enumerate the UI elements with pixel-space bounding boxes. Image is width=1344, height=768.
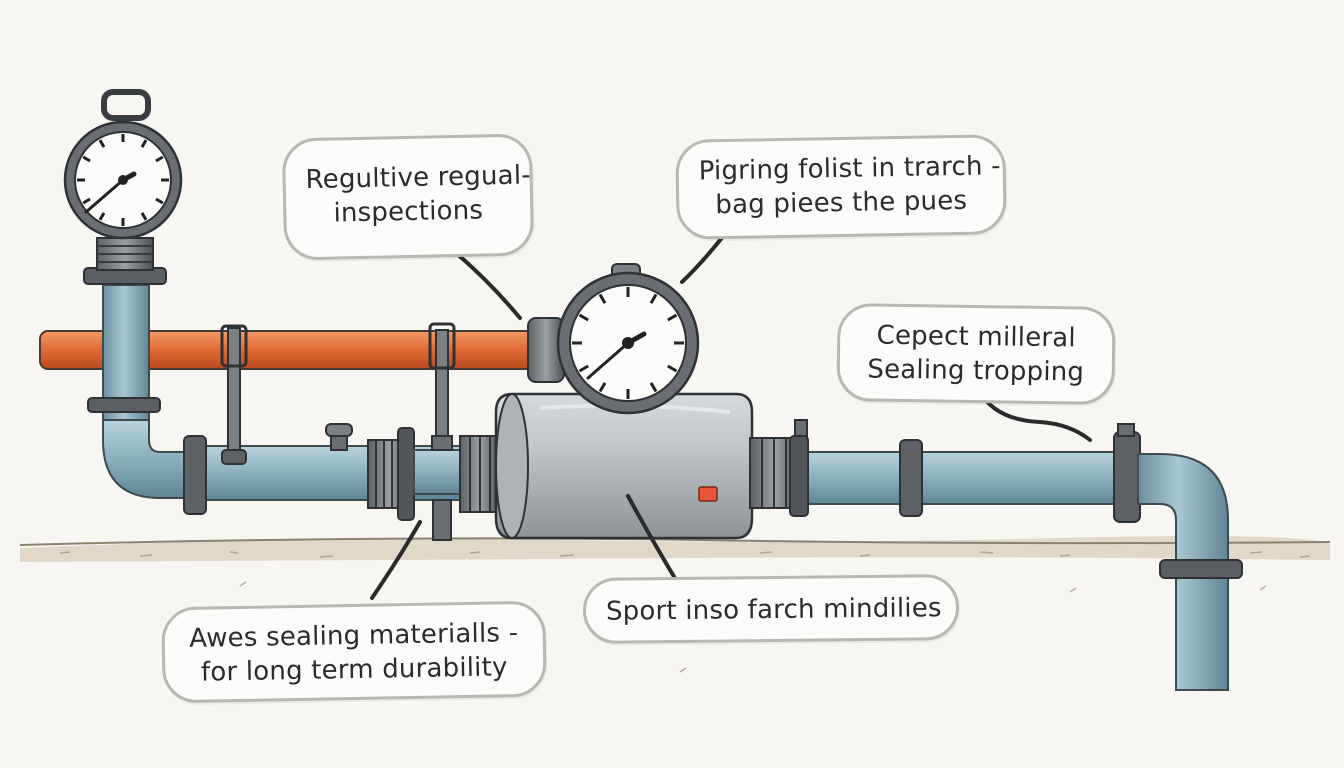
gauge-tick — [578, 313, 589, 322]
gauge-tick — [667, 313, 678, 322]
gauge-needle — [84, 178, 125, 214]
pressure-gauge-center — [527, 263, 700, 415]
gauge-tick — [82, 155, 91, 163]
gauge-tick — [98, 139, 106, 148]
callout-sport: Sport inso farch mindilies — [582, 574, 960, 644]
valve-left — [325, 423, 353, 451]
main-pipe-right — [789, 419, 1243, 691]
leader-line-sport — [626, 494, 678, 582]
gauge-tick — [140, 139, 148, 148]
leader-lines — [370, 228, 1092, 600]
support-rods — [220, 322, 456, 541]
callout-text-line: for long term durability — [200, 652, 508, 688]
callout-text-line: Regultive regual- — [305, 160, 532, 196]
gauge-needle-center — [586, 341, 630, 380]
main-pipe-left — [183, 423, 501, 521]
leader-line-sealing — [978, 390, 1092, 442]
callout-materials: Awes sealing materialls - for long term … — [161, 600, 547, 704]
indicator-light — [698, 486, 718, 502]
leader-line-inspections — [453, 250, 522, 320]
left-riser-pipe — [83, 237, 201, 499]
gauge-tick — [140, 212, 148, 221]
gauge-tick — [598, 382, 607, 393]
gauge-tick — [155, 197, 164, 205]
gauge-tick — [82, 197, 91, 205]
pressure-gauge-left — [63, 89, 183, 240]
gauge-tick — [649, 382, 658, 393]
gauge-tick — [667, 364, 678, 373]
callout-text-line: Sport inso farch mindilies — [605, 593, 942, 627]
leader-line-materials — [370, 520, 422, 600]
callout-sealing: Cepect milleral Sealing tropping — [836, 303, 1116, 405]
gauge-tick — [155, 155, 164, 163]
callout-inspections: Regultive regual- inspections — [281, 133, 535, 261]
callout-text-line: Cepect milleral — [876, 320, 1077, 354]
gauge-tick — [649, 293, 658, 304]
gauge-tick — [98, 212, 106, 221]
flange-coupling-left — [367, 427, 415, 521]
gauge-tick — [578, 364, 589, 373]
callout-text-line: bag piees the pues — [715, 185, 968, 221]
gauge-tick — [598, 293, 607, 304]
central-tank — [494, 392, 801, 540]
ground — [19, 536, 1331, 673]
callout-text-line: inspections — [333, 195, 484, 229]
callout-text-line: Sealing tropping — [867, 354, 1085, 388]
callout-pigging: Pigring folist in trarch - bag piees the… — [675, 134, 1007, 240]
callout-text-line: Pigring folist in trarch - — [698, 151, 1001, 187]
